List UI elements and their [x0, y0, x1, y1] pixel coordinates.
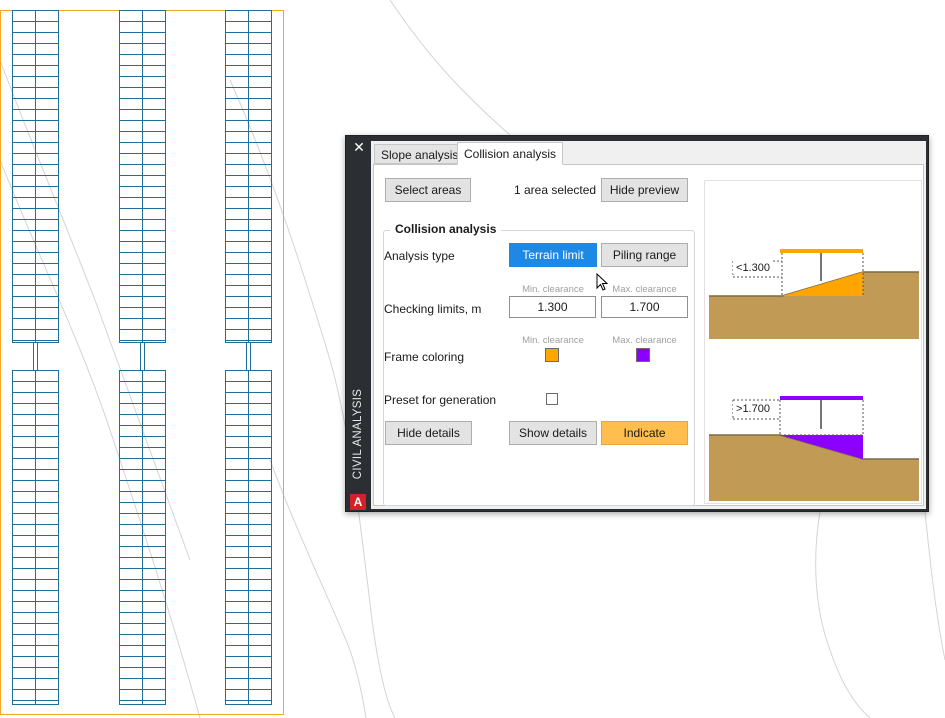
piling-range-button[interactable]: Piling range — [601, 243, 688, 267]
max-clearance-input[interactable]: 1.700 — [601, 296, 688, 318]
hide-details-button[interactable]: Hide details — [385, 421, 472, 445]
preset-checkbox[interactable] — [546, 393, 558, 405]
solar-table-blocks — [12, 10, 272, 705]
max-clearance-color-swatch[interactable] — [636, 348, 650, 362]
autocad-logo-icon: A — [350, 494, 366, 510]
preset-label: Preset for generation — [384, 393, 497, 407]
tab-collision-analysis[interactable]: Collision analysis — [457, 142, 564, 165]
civil-analysis-palette: ✕ CIVIL ANALYSIS A Slope analysis Select… — [345, 135, 929, 512]
min-clearance-color-swatch[interactable] — [545, 348, 559, 362]
hide-preview-button[interactable]: Hide preview — [601, 178, 688, 202]
max-clearance-color-hint: Max. clearance — [612, 335, 677, 346]
max-clearance-hint: Max. clearance — [612, 284, 677, 295]
min-clearance-input[interactable]: 1.300 — [509, 296, 596, 318]
section-title: Collision analysis — [390, 220, 502, 238]
min-clearance-callout: <1.300 — [736, 262, 770, 274]
palette-body: Slope analysis Select areas 1 area selec… — [371, 141, 926, 509]
terrain-limit-button[interactable]: Terrain limit — [509, 243, 597, 267]
tab-slope-analysis[interactable]: Slope analysis — [374, 144, 466, 164]
collision-analysis-panel: Select areas 1 area selected Hide previe… — [373, 164, 924, 506]
mouse-cursor-icon — [596, 273, 608, 291]
close-icon[interactable]: ✕ — [353, 139, 365, 155]
min-clearance-diagram: <1.300 — [709, 249, 919, 339]
max-clearance-callout: >1.700 — [736, 403, 770, 415]
max-clearance-diagram: >1.700 — [709, 396, 919, 501]
select-areas-button[interactable]: Select areas — [385, 178, 471, 202]
min-clearance-hint: Min. clearance — [522, 284, 584, 295]
checking-limits-label: Checking limits, m — [384, 302, 482, 316]
preview-pane: <1.300 — [704, 180, 922, 504]
frame-coloring-label: Frame coloring — [384, 350, 465, 364]
analysis-type-label: Analysis type — [384, 249, 455, 263]
show-details-button[interactable]: Show details — [509, 421, 597, 445]
min-clearance-color-hint: Min. clearance — [522, 335, 584, 346]
selection-status: 1 area selected — [514, 183, 597, 197]
clearance-preview-diagrams: <1.300 — [709, 249, 919, 501]
indicate-button[interactable]: Indicate — [601, 421, 688, 445]
collision-analysis-group — [383, 230, 695, 506]
